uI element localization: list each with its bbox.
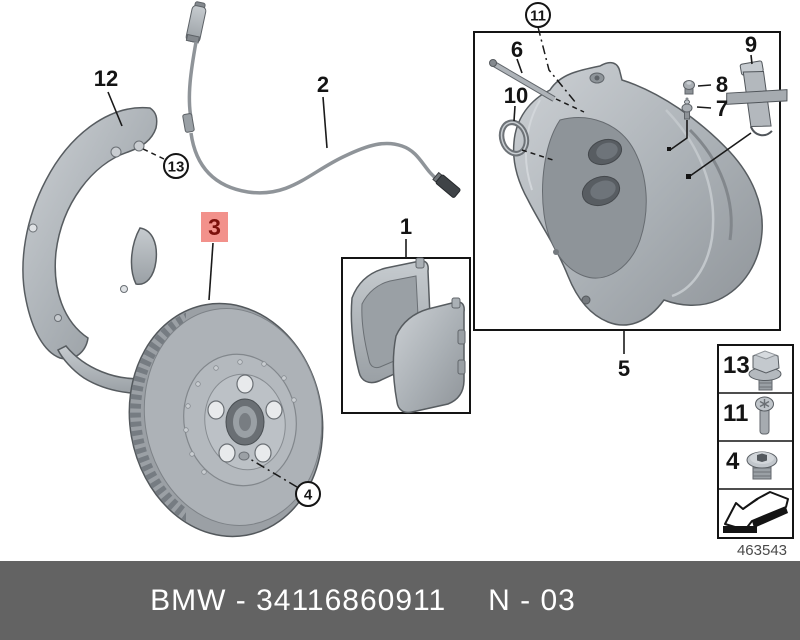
- legend-row-13: 13: [723, 350, 782, 391]
- brake-assembly-diagram: 12 13 2 3 1 11 6 10 8 7 9 5 4: [22, 1, 794, 559]
- footer-part-number: BMW - 34116860911: [150, 583, 447, 617]
- leader-8: [697, 84, 712, 87]
- legend-row-11: 11: [723, 396, 774, 435]
- callout-3-highlighted[interactable]: 3: [201, 212, 228, 242]
- callout-9[interactable]: 9: [745, 32, 757, 57]
- callout-2[interactable]: 2: [317, 72, 329, 97]
- leader-3: [208, 242, 214, 301]
- brake-disc: [128, 302, 324, 538]
- bleeder-valve: [681, 97, 693, 120]
- brake-caliper: [512, 61, 763, 326]
- leader-4: [249, 458, 298, 488]
- anti-rattle-clip: [726, 60, 788, 137]
- leader-7b: [669, 120, 688, 151]
- leader-12: [107, 91, 123, 127]
- legend-row-4: 4: [726, 448, 778, 480]
- brake-wear-sensor: [182, 1, 461, 198]
- disc-set-screw: [238, 451, 250, 461]
- svg-text:11: 11: [530, 8, 546, 25]
- svg-text:4: 4: [726, 448, 740, 475]
- svg-text:11: 11: [723, 400, 748, 427]
- callout-7[interactable]: 7: [716, 96, 728, 121]
- leader-9: [750, 54, 753, 65]
- svg-text:3: 3: [208, 214, 221, 240]
- leader-13: [140, 147, 165, 160]
- brake-pads: [350, 257, 466, 414]
- fastener-legend: 13 11: [717, 344, 794, 539]
- leader-10b: [521, 149, 554, 161]
- screw-plug-icon: [746, 451, 778, 480]
- footer-bar: BMW - 34116860911 N - 03: [0, 561, 800, 640]
- leader-2: [322, 96, 328, 149]
- callout-6[interactable]: 6: [511, 37, 523, 62]
- leader-6: [516, 58, 523, 74]
- direction-arrow-icon: [723, 491, 789, 533]
- diagram-number: 463543: [737, 542, 787, 559]
- footer-revision: N - 03: [488, 583, 576, 617]
- lug-holes: [207, 374, 283, 463]
- callout-13[interactable]: 13: [163, 153, 189, 179]
- callout-1[interactable]: 1: [400, 214, 412, 239]
- callout-12[interactable]: 12: [94, 66, 118, 91]
- svg-text:4: 4: [304, 487, 313, 504]
- caliper-guide-pin: [489, 59, 556, 102]
- seal-ring: [498, 119, 530, 157]
- leader-7-marker: [667, 147, 671, 151]
- footer-text: BMW - 34116860911 N - 03: [150, 584, 576, 618]
- leader-9b: [689, 132, 752, 177]
- hub-dimple-ring: [183, 359, 297, 475]
- callout-4[interactable]: 4: [295, 481, 321, 507]
- leader-11: [537, 26, 577, 104]
- torx-screw-icon: [755, 396, 774, 435]
- callout-8[interactable]: 8: [716, 72, 728, 97]
- flange-bolt-icon: [748, 350, 782, 391]
- svg-text:13: 13: [168, 159, 185, 176]
- callout-11[interactable]: 11: [525, 2, 551, 28]
- callout-10[interactable]: 10: [504, 83, 528, 108]
- caliper-piston-bores: [581, 138, 623, 207]
- legend-row-arrow: [723, 491, 789, 533]
- callout-5[interactable]: 5: [618, 356, 630, 381]
- leader-7: [696, 106, 712, 109]
- leader-9-marker: [686, 174, 691, 179]
- caliper-box: [473, 31, 781, 331]
- svg-text:13: 13: [723, 352, 750, 379]
- leader-10: [513, 105, 516, 122]
- bleeder-cap: [683, 80, 695, 95]
